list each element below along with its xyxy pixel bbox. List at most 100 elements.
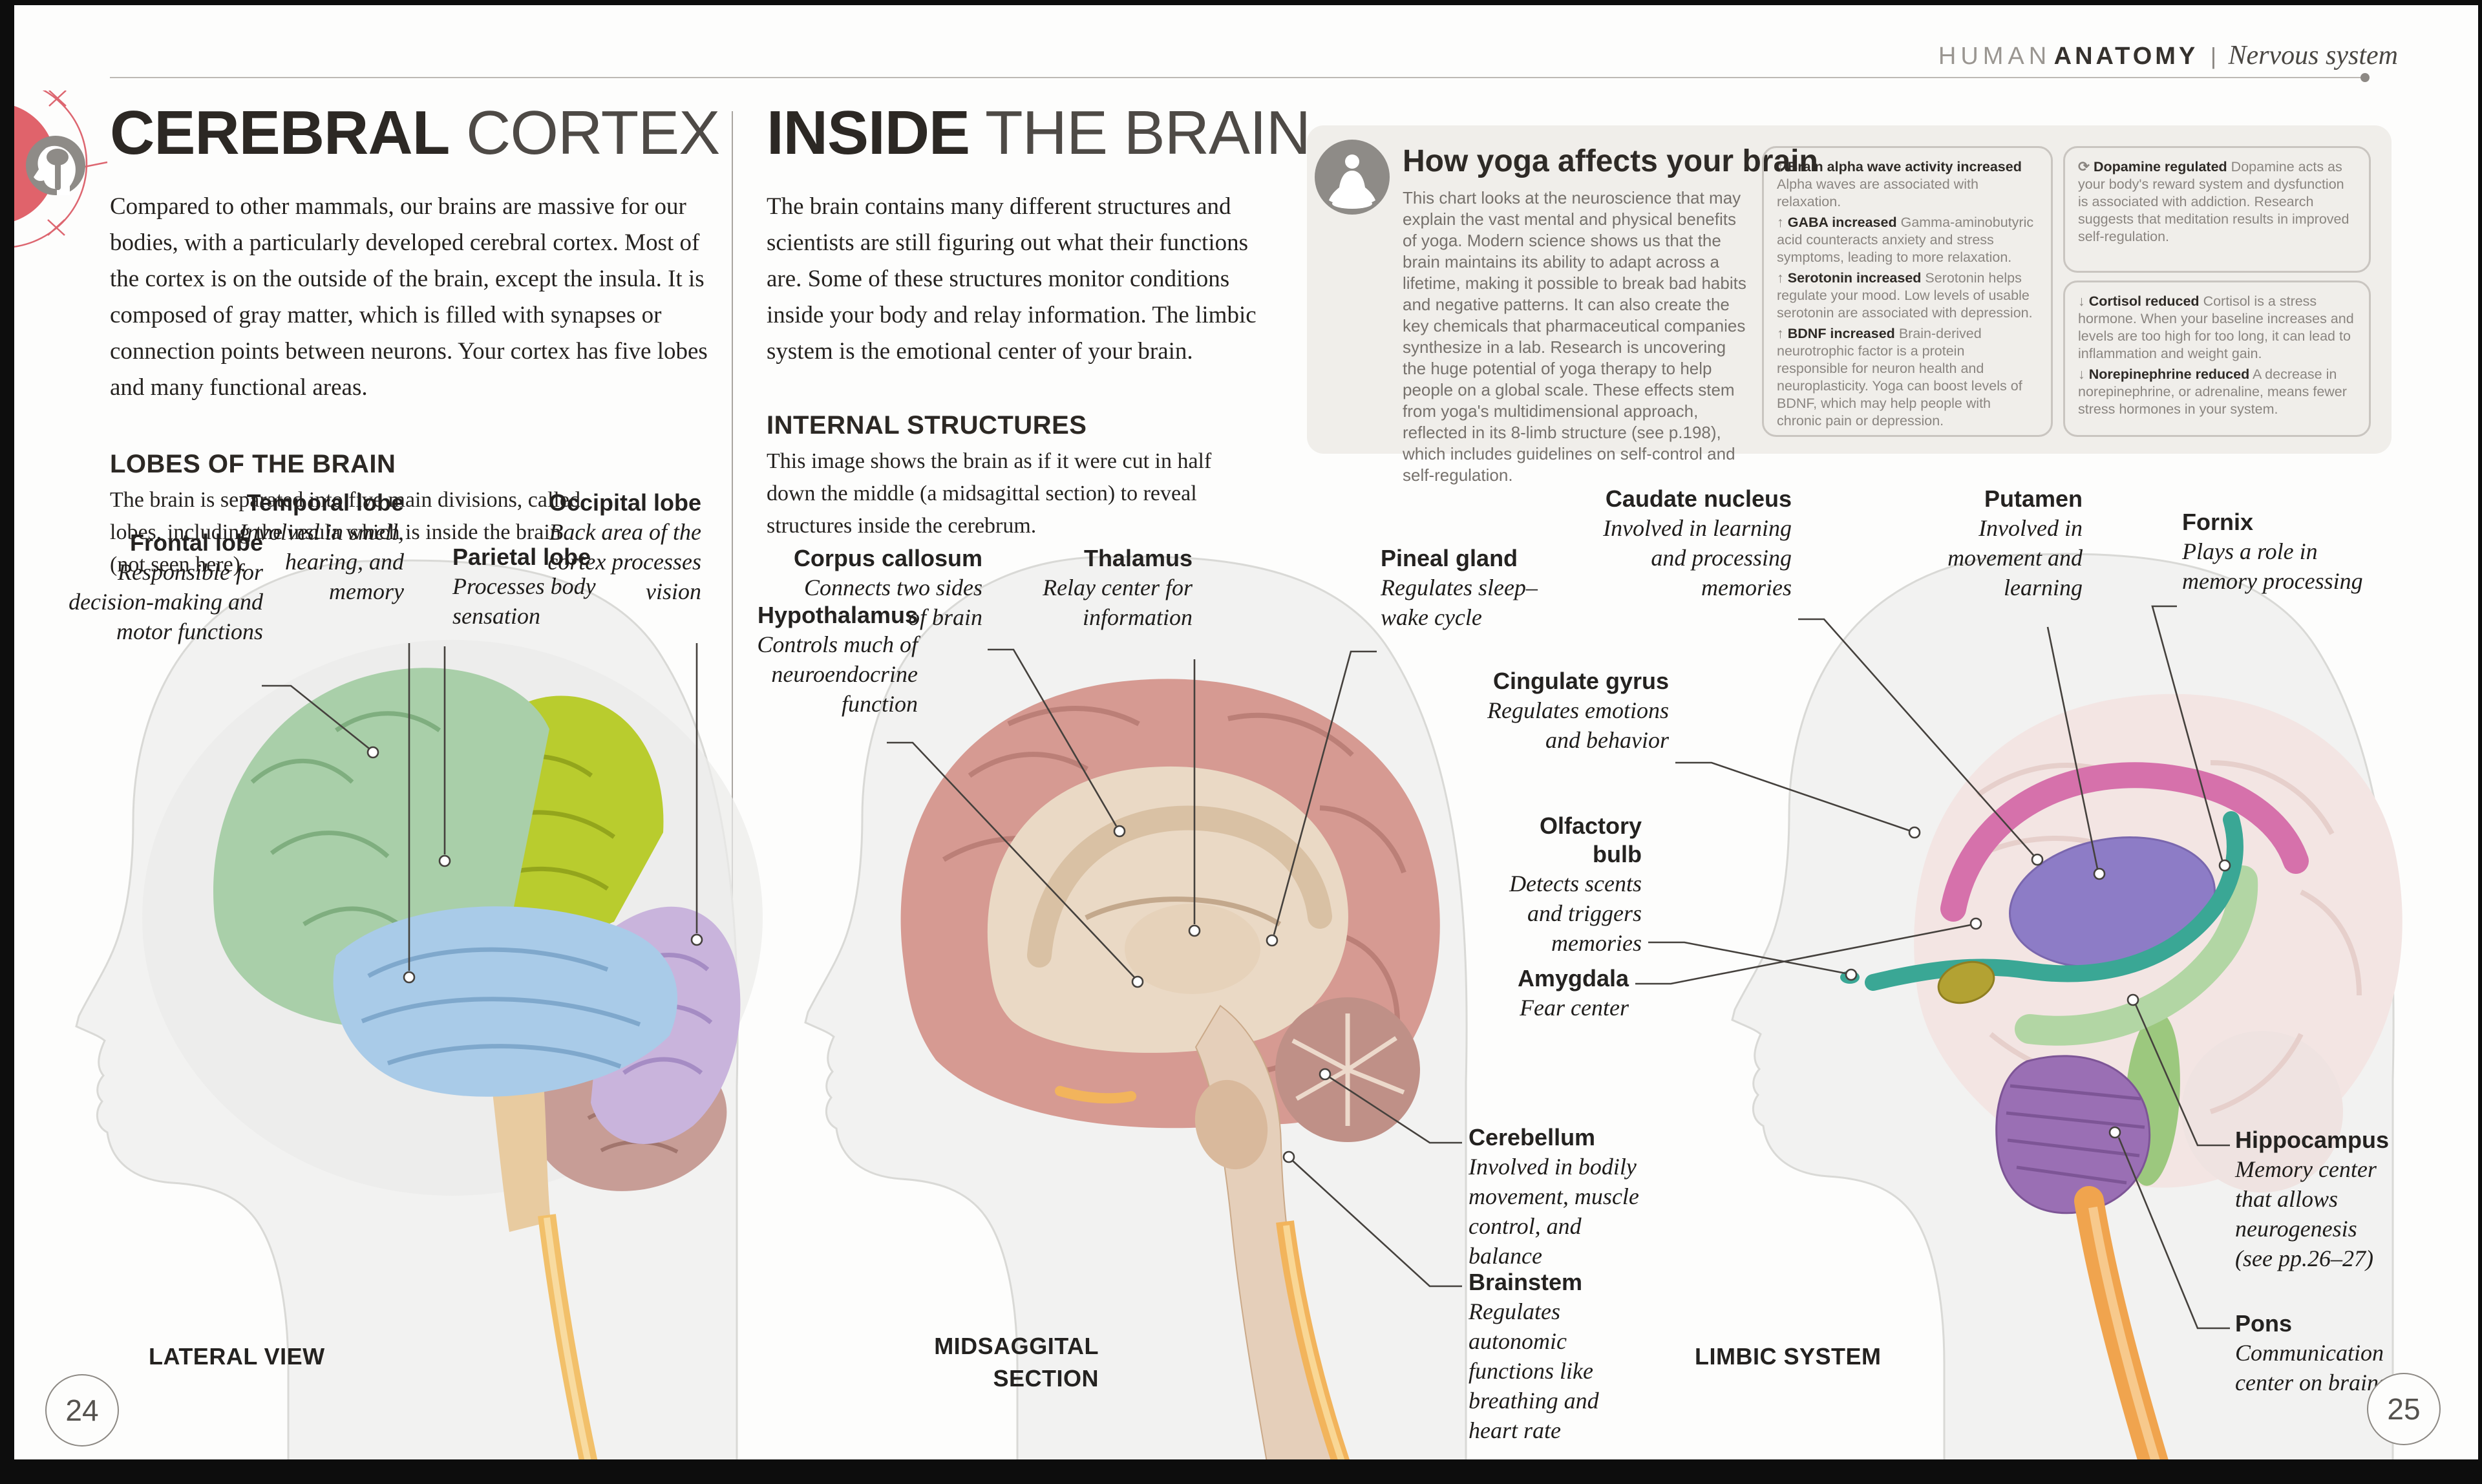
endpoint-occipital (690, 933, 703, 946)
header-section: Nervous system (2228, 41, 2398, 70)
yoga-regulated-box: ⟳ Dopamine regulated Dopamine acts as yo… (2063, 146, 2371, 273)
ventricle-line (1085, 896, 1282, 927)
leader-fornix (2151, 605, 2223, 861)
spinal-cord-highlight (1283, 1225, 1352, 1481)
endpoint-brainstem (1282, 1150, 1295, 1163)
endpoint-thalamus (1188, 924, 1201, 937)
up-arrow-icon: ↑ (1777, 270, 1784, 286)
yoga-item-serotonin: ↑ Serotonin increased Serotonin helps re… (1764, 270, 2051, 322)
yoga-item-gaba: ↑ GABA increased Gamma-aminobutyric acid… (1764, 214, 2051, 266)
leader-pineal-gland (1273, 650, 1377, 935)
leader-corpus-callosum (988, 648, 1118, 827)
endpoint-pons (2108, 1126, 2121, 1139)
label-hypothalamus: Hypothalamus Controls much of neuroendoc… (757, 602, 918, 717)
label-putamen: Putamen Involved in movement and learnin… (1947, 485, 2083, 600)
corpus-callosum-region (1027, 805, 1332, 968)
article-title: CEREBRAL CORTEX (110, 102, 720, 164)
label-amygdala: Amygdala Fear center (1517, 965, 1629, 1021)
title-bold: CEREBRAL (110, 98, 450, 167)
yoga-panel-intro: This chart looks at the neuroscience tha… (1403, 188, 1746, 485)
yoga-item-label: Norepinephrine reduced (2088, 366, 2250, 382)
endpoint-parietal (438, 854, 451, 867)
yoga-item-cortisol: ↓ Cortisol reduced Cortisol is a stress … (2065, 282, 2369, 363)
caption-lateral-view: LATERAL VIEW (149, 1343, 325, 1370)
header-separator: | (2210, 43, 2217, 69)
pons-section (1194, 1079, 1268, 1170)
endpoint-pineal (1266, 934, 1278, 947)
caption-limbic-system: LIMBIC SYSTEM (1695, 1343, 1882, 1370)
frontal-texture (250, 711, 441, 933)
header-series-bold: ANATOMY (2053, 43, 2199, 70)
endpoint-cerebellum (1319, 1068, 1331, 1081)
label-thalamus: Thalamus Relay center for information (1043, 545, 1193, 630)
yoga-item-dopamine: ⟳ Dopamine regulated Dopamine acts as yo… (2065, 148, 2369, 246)
article-cerebral-cortex: CEREBRAL CORTEX Compared to other mammal… (110, 102, 720, 581)
label-temporal-lobe: Temporal lobe Involved in smell, hearing… (239, 489, 404, 604)
leader-hypothalamus (887, 741, 1135, 978)
title-bold: INSIDE (767, 98, 970, 167)
meditation-head (1345, 154, 1359, 169)
leader-pons (2117, 1137, 2230, 1330)
leader-brainstem (1292, 1160, 1462, 1288)
frame-right (2478, 0, 2482, 1484)
up-arrow-icon: ↑ (1777, 215, 1784, 230)
pons-region (1995, 1055, 2151, 1214)
endpoint-olfactory (1845, 968, 1858, 981)
page-number-right: 25 (2367, 1373, 2441, 1445)
down-arrow-icon: ↓ (2078, 293, 2085, 309)
leader-cerebellum (1328, 1076, 1462, 1144)
yoga-item-label: BDNF increased (1787, 326, 1895, 341)
label-frontal-lobe: Frontal lobe Responsible for decision-ma… (69, 529, 263, 644)
pons-stripes (2006, 1084, 2145, 1185)
frame-left (0, 0, 14, 1484)
brainstem-icon (55, 162, 61, 190)
endpoint-hippocampus (2127, 993, 2139, 1006)
yoga-item-label: Serotonin increased (1787, 270, 1922, 286)
title-light: THE BRAIN (985, 98, 1311, 167)
label-pineal-gland: Pineal gland Regulates sleep–wake cycle (1381, 545, 1538, 630)
leader-caudate-nucleus (1798, 618, 2034, 856)
article-inside-the-brain: INSIDE THE BRAIN The brain contains many… (767, 102, 1311, 542)
article-title: INSIDE THE BRAIN (767, 102, 1311, 164)
crosshair-x-top (48, 90, 67, 107)
caption-midsagittal-section: MIDSAGGITAL SECTION (934, 1333, 1099, 1392)
yoga-item-label: Cortisol reduced (2088, 293, 2200, 309)
yoga-item-label: Dopamine regulated (2094, 159, 2227, 175)
page-number-value: 25 (2387, 1392, 2421, 1426)
spinal-cord-highlight (544, 1217, 595, 1481)
yoga-item-norepinephrine: ↓ Norepinephrine reduced A decrease in n… (2065, 366, 2369, 418)
yoga-item-text: A decrease in norepinephrine, or adrenal… (2078, 366, 2347, 417)
endpoint-cingulate (1908, 826, 1921, 839)
leader-frontal-lobe (262, 684, 370, 750)
endpoint-corpus-callosum (1113, 825, 1126, 838)
leader-putamen (2046, 626, 2099, 869)
yoga-item-label: GABA increased (1787, 215, 1897, 230)
leader-hippocampus (2134, 1004, 2230, 1147)
leader-amygdala (1635, 924, 1971, 985)
yoga-item-label: Brain alpha wave activity increased (1787, 159, 2022, 175)
header-rule (110, 77, 2363, 78)
label-olfactory-bulb: Olfactory bulb Detects scents and trigge… (1509, 812, 1642, 956)
leader-olfactory-bulb (1648, 941, 1847, 975)
cerebellum-arbor-texture (1291, 1013, 1405, 1126)
cingulate-gyrus-region (1940, 762, 2309, 922)
label-caudate-nucleus: Caudate nucleus Involved in learning and… (1603, 485, 1792, 600)
crosshair-x-bottom (47, 219, 65, 236)
yoga-reduced-box: ↓ Cortisol reduced Cortisol is a stress … (2063, 281, 2371, 437)
article-subheading: INTERNAL STRUCTURES (767, 411, 1087, 440)
endpoint-hypothalamus (1131, 975, 1144, 988)
label-parietal-lobe: Parietal lobe Processes body sensation (452, 544, 596, 629)
meditation-icon (1315, 140, 1390, 215)
endpoint-frontal (366, 746, 379, 759)
yoga-panel-title: How yoga affects your brain (1403, 144, 1818, 178)
yoga-item-text: Serotonin helps regulate your mood. Low … (1777, 270, 2033, 321)
article-subheading: LOBES OF THE BRAIN (110, 450, 396, 478)
article-subheading-body: This image shows the brain as if it were… (767, 449, 1212, 538)
endpoint-fornix (2218, 859, 2231, 872)
endpoint-putamen (2093, 867, 2106, 880)
thalamus-section (1125, 904, 1260, 994)
down-arrow-icon: ↓ (2078, 366, 2085, 382)
amygdala-region (1937, 960, 1995, 1004)
meditation-legs (1332, 198, 1372, 209)
header-rule-dot (2360, 73, 2370, 82)
